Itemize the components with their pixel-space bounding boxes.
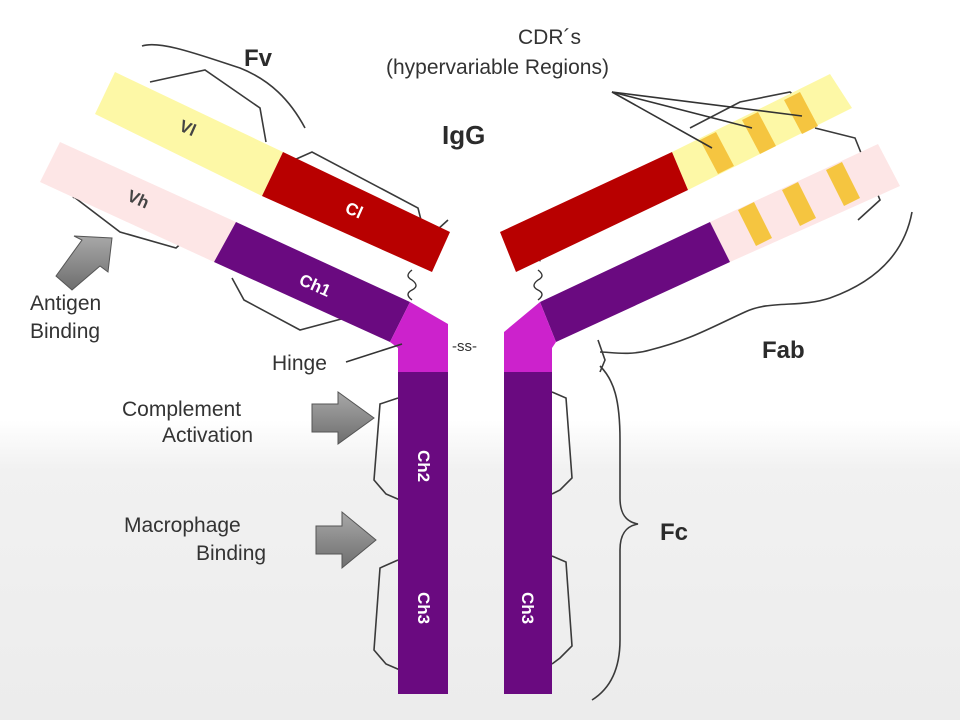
complement-arrow-icon (311, 391, 375, 445)
arrows (55, 235, 377, 570)
cdr-stripe-3 (784, 92, 818, 134)
cdr-pointer-2 (611, 91, 753, 129)
igg-title: IgG (442, 120, 485, 150)
disulfide-squiggle-left (407, 269, 417, 301)
cdr-stripe-5 (782, 182, 816, 226)
antigen-label-line1: Antigen (30, 292, 101, 315)
cdr-pointer-1 (611, 91, 713, 149)
cl-segment (262, 152, 450, 272)
ch1-outline (231, 277, 346, 331)
fab-brace (599, 211, 913, 355)
right-ch2-segment (504, 372, 552, 694)
antigen-label-line2: Binding (30, 320, 100, 343)
ch3-label: Ch3 (414, 592, 433, 624)
right-ch2-loop (551, 391, 573, 495)
complement-label-line1: Complement (122, 398, 241, 421)
cdr-stripe-4 (738, 202, 772, 246)
left-fab-arm (40, 72, 450, 342)
ch2-label: Ch2 (414, 450, 433, 482)
fc-label: Fc (660, 519, 688, 546)
fab-label: Fab (762, 337, 805, 364)
cdr-pointer-3 (611, 91, 803, 117)
macrophage-arrow-icon (315, 510, 377, 570)
cdr-stripe-6 (826, 162, 860, 206)
right-cl-segment (500, 152, 688, 272)
disulfide-label: -ss- (452, 338, 477, 355)
right-ch3-loop (551, 555, 573, 665)
cdr-stripe-2 (742, 112, 776, 154)
vl-label: Vl (176, 116, 198, 140)
cdr-label-line2: (hypervariable Regions) (386, 56, 609, 79)
cdr-pointers (345, 91, 803, 363)
fv-label: Fv (244, 45, 273, 72)
cdr-stripe-1 (700, 132, 734, 174)
right-ch3-label: Ch3 (518, 592, 537, 624)
ch1-segment (214, 222, 410, 342)
complement-label-line2: Activation (162, 424, 253, 447)
cdr-label-line1: CDR´s (518, 26, 581, 49)
right-ch1-segment (540, 222, 730, 342)
fv-bracket (141, 43, 306, 129)
macrophage-label-line1: Macrophage (124, 514, 241, 537)
disulfide-squiggle-right (533, 269, 543, 301)
hinge-pointer (345, 343, 403, 363)
vl-segment (95, 72, 283, 196)
fc-region (390, 269, 556, 694)
antigen-arrow-icon (55, 235, 113, 291)
diagram-labels: Fv IgG CDR´s (hypervariable Regions) Fab… (30, 26, 805, 565)
left-ch2-segment (398, 372, 448, 694)
vh-segment (40, 142, 236, 262)
macrophage-label-line2: Binding (196, 542, 266, 565)
left-ch3-loop (373, 559, 401, 671)
fc-brace (591, 365, 639, 701)
cl-label: Cl (342, 198, 365, 222)
left-ch2-loop (373, 397, 401, 501)
right-hinge (504, 302, 556, 372)
left-hinge (390, 302, 448, 372)
hinge-label: Hinge (272, 352, 327, 375)
right-fab-arm (500, 74, 900, 342)
vl-outline (149, 69, 267, 143)
